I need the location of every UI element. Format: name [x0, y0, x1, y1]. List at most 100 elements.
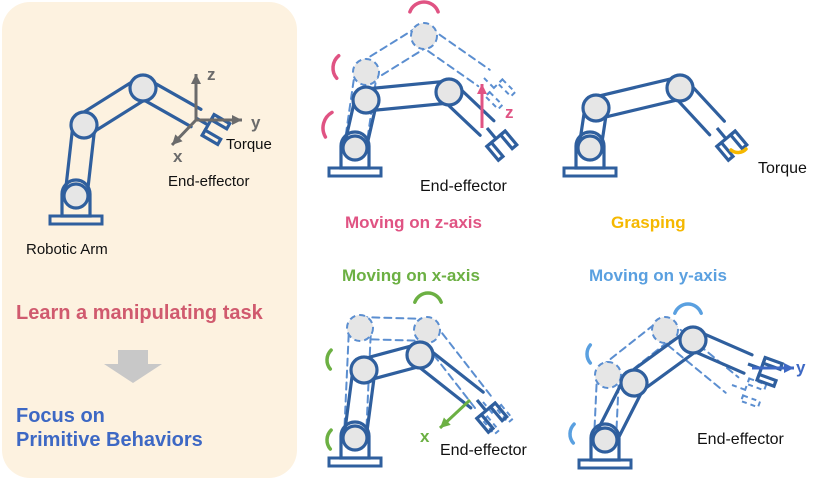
x-ghost-arm-joint-elbow [413, 316, 441, 344]
left-arm-joint-elbow [128, 73, 158, 103]
z-ghost-arm-joint-elbow [410, 22, 438, 50]
z-ghost-arm-gripper-stem [483, 77, 495, 89]
grasp-arm-gripper-stem [715, 126, 728, 140]
axis-z-label: z [207, 65, 216, 84]
y-axis-arrow-head [784, 363, 794, 373]
z-rotate-arc-elbow [408, 0, 440, 14]
z-axis-arrow-label: z [505, 103, 514, 122]
x-arm [327, 340, 510, 468]
z-arm-base-pedestal [339, 130, 371, 170]
z-arm-joint-elbow [434, 77, 464, 107]
y-ghost-arm-gripper-stem [731, 384, 746, 391]
grasp-arm [562, 73, 750, 178]
x-arm-gripper-stem [475, 398, 488, 412]
left-arm-gripper-finger-b [199, 128, 223, 147]
left-arm-joint-base [62, 182, 90, 210]
y-arm-joint-elbow [678, 325, 708, 355]
focus-line-2: Primitive Behaviors [16, 429, 203, 451]
z-arm-joint-shoulder [351, 85, 381, 115]
z-ghost-arm-joint-shoulder [352, 58, 380, 86]
y-rotate-arc-shoulder [585, 343, 593, 365]
y-arm-gripper-finger-a [761, 355, 785, 372]
x-rotate-arc-base [325, 428, 333, 451]
x-ghost-arm-gripper-stem [482, 401, 493, 414]
end-effector-label-z: End-effector [420, 178, 507, 195]
grasp-arm-joint-shoulder [581, 93, 611, 123]
left-arm [48, 73, 232, 226]
grasp-arm-gripper-finger-b [714, 140, 736, 163]
left-axis-x-arrow-head [172, 134, 183, 145]
z-rotate-arc-shoulder [331, 53, 341, 81]
y-rotate-arc-elbow [673, 302, 703, 315]
y-arm-joint-shoulder [619, 368, 649, 398]
y-arm-gripper-finger-b [755, 372, 779, 389]
grasp-arm-joint-base [576, 134, 604, 162]
y-arm-base-pedestal [589, 422, 621, 462]
y-axis-arrow-label: y [796, 358, 806, 377]
z-arm-base-plate [327, 166, 383, 178]
y-ghost-arm-joint-shoulder [594, 361, 622, 389]
z-arm [327, 77, 520, 178]
moving-z-title: Moving on z-axis [345, 213, 482, 232]
axis-x-label: x [173, 147, 183, 166]
left-arm-base-plate [48, 214, 104, 226]
x-arm-gripper-finger-b [474, 412, 496, 435]
robotic-arm-label: Robotic Arm [26, 241, 108, 258]
z-ghost-arm-gripper-finger-b [484, 90, 504, 111]
y-arm [577, 325, 785, 470]
x-arm-base-plate [327, 456, 383, 468]
z-axis-arrow-head [477, 84, 487, 94]
task-text: Learn a manipulating task [16, 302, 263, 324]
axis-y-label: y [251, 113, 261, 132]
y-rotate-arc-base [568, 422, 576, 445]
z-ghost-arm-gripper-finger-a [496, 78, 517, 98]
y-arm-base-plate [577, 458, 633, 470]
x-arm-base-pedestal [339, 420, 371, 460]
z-arm-gripper-finger-a [498, 128, 520, 151]
grasp-arm-base-plate [562, 166, 618, 178]
y-ghost-arm-gripper [731, 377, 768, 409]
focus-line-1: Focus on [16, 405, 105, 427]
x-axis-arrow-head [440, 417, 451, 428]
x-ghost-arm-joint-shoulder [346, 314, 374, 342]
grasp-arm-link-2 [591, 75, 685, 121]
torque-arc-icon [729, 147, 748, 155]
y-ghost-arm-gripper-finger-b [739, 394, 762, 409]
z-ghost-arm-link-3 [417, 26, 491, 88]
moving-y-title: Moving on y-axis [589, 266, 727, 285]
y-ghost-arm-joint-elbow [651, 316, 679, 344]
down-arrow-icon [104, 350, 162, 383]
grasp-arm-gripper-finger-a [728, 128, 750, 151]
z-arm-gripper-finger-b [484, 140, 506, 163]
x-rotate-arc-elbow [413, 291, 443, 304]
end-effector-label-x: End-effector [440, 442, 527, 459]
left-arm-link-2 [76, 77, 151, 136]
torque-label-left: Torque [226, 136, 272, 153]
grasp-arm-gripper [714, 126, 750, 163]
left-axis-y-arrow-head [232, 115, 242, 125]
end-effector-label-left: End-effector [168, 173, 250, 190]
x-arm-gripper-finger-a [488, 400, 510, 423]
x-axis-arrow-label: x [420, 427, 430, 446]
x-arm-joint-base [341, 424, 369, 452]
left-axis-z-arrow-head [191, 74, 201, 84]
z-arm-link-2 [363, 79, 452, 113]
x-arm-link-3 [412, 345, 485, 410]
left-arm-base-pedestal [60, 178, 92, 218]
x-ghost-arm-link-2 [358, 316, 429, 342]
z-arm-gripper-stem [485, 126, 498, 140]
y-arm-joint-base [591, 426, 619, 454]
z-arm-joint-base [341, 134, 369, 162]
x-arm-joint-shoulder [349, 355, 379, 385]
grasp-arm-joint-elbow [665, 73, 695, 103]
x-arm-gripper [474, 398, 510, 435]
x-arm-joint-elbow [405, 340, 435, 370]
x-arm-link-2 [359, 342, 425, 383]
x-rotate-arc-shoulder [325, 348, 333, 371]
z-rotate-arc-base [321, 110, 334, 139]
z-ghost-arm-link-2 [359, 25, 431, 83]
torque-label-grasp: Torque [758, 160, 807, 177]
grasping-title: Grasping [611, 213, 686, 232]
